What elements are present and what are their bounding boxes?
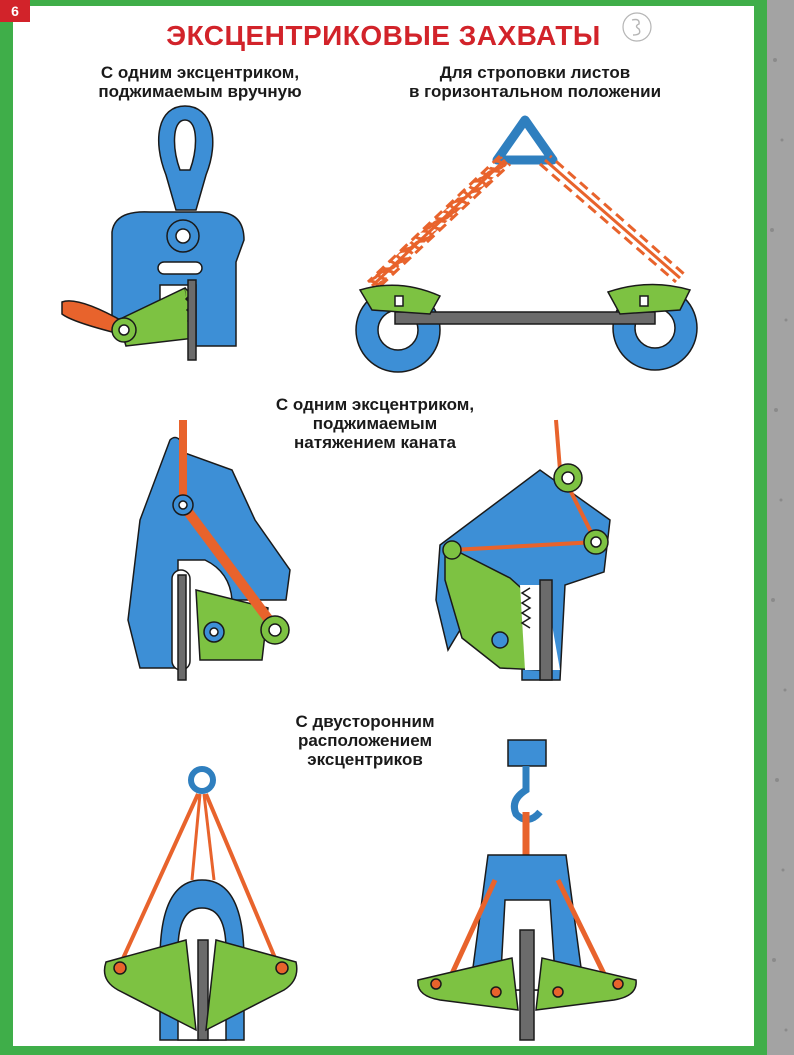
cam-right <box>205 939 298 1032</box>
caption-double-sided: С двусторонним расположением эксцентрико… <box>250 712 480 769</box>
illustrations <box>61 105 698 1041</box>
caption-line: расположением <box>297 731 433 750</box>
caption-single-manual: С одним эксцентриком, поджимаемым вручну… <box>50 63 350 101</box>
sheet <box>394 311 656 325</box>
caption-line: натяжением каната <box>294 433 456 452</box>
chain-left <box>366 154 512 292</box>
clamp-manual <box>61 105 245 361</box>
cam-left <box>103 939 197 1032</box>
master-link <box>492 115 558 165</box>
clamp-rope-left <box>127 420 291 681</box>
sheet <box>187 279 197 361</box>
cam-teeth <box>520 587 532 629</box>
caption-line: поджимаемым <box>312 414 438 433</box>
hook <box>510 766 543 823</box>
sling-horizontal <box>355 115 698 373</box>
cam <box>444 543 549 671</box>
sheet <box>177 574 187 681</box>
poster-title: ЭКСЦЕНТРИКОВЫЕ ЗАХВАТЫ <box>166 20 601 51</box>
caption-line: поджимаемым вручную <box>98 82 302 101</box>
caption-line: эксцентриков <box>307 750 423 769</box>
sheet <box>197 939 209 1041</box>
caption-line: С двусторонним <box>295 712 435 731</box>
link-bar <box>178 500 280 633</box>
top-ring <box>188 766 216 794</box>
clamp-rope-right <box>435 419 611 681</box>
crane-block <box>507 739 547 767</box>
sheet <box>539 579 553 681</box>
caption-line: Для строповки листов <box>439 63 631 82</box>
cam-right <box>535 957 637 1011</box>
chain-right <box>539 154 685 284</box>
clamp-double-left <box>103 766 298 1041</box>
caption-single-rope: С одним эксцентриком, поджимаемым натяже… <box>230 395 520 452</box>
sheet <box>519 929 535 1041</box>
caption-line: С одним эксцентриком, <box>100 63 300 82</box>
jaw-right <box>606 283 692 315</box>
cam-left <box>417 957 519 1011</box>
handwritten-mark <box>622 12 652 42</box>
clamp-double-right <box>417 739 637 1041</box>
page-number: 6 <box>0 0 30 22</box>
caption-line: С одним эксцентриком, <box>275 395 475 414</box>
caption-horizontal-sheets: Для строповки листов в горизонтальном по… <box>375 63 695 101</box>
caption-line: в горизонтальном положении <box>408 82 662 101</box>
rope <box>554 419 562 471</box>
poster-sheet <box>13 6 754 1046</box>
